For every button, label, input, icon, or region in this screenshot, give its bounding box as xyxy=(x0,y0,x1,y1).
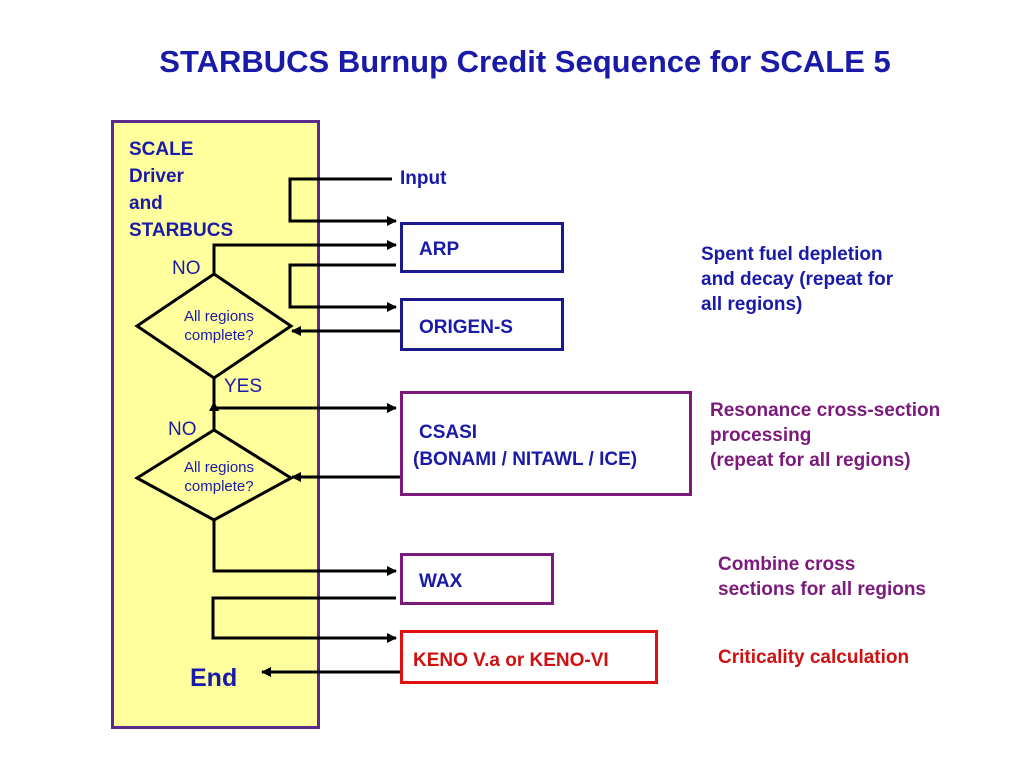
decision-2-text-line: complete? xyxy=(184,478,254,495)
resonance-note-line: Resonance cross-section xyxy=(710,400,941,421)
decision-to-wax-connector xyxy=(212,520,397,576)
csasi-box: CSASI (BONAMI / NITAWL / ICE) xyxy=(400,391,692,496)
decision-1-text-line: All regions xyxy=(183,308,255,325)
combine-note-line: sections for all regions xyxy=(718,579,926,600)
decision-1-text-line: complete? xyxy=(184,327,254,344)
combine-note-line: Combine cross xyxy=(718,554,856,575)
origen-box-label: ORIGEN-S xyxy=(419,317,513,338)
decision-1-yes-label: YES xyxy=(224,376,263,397)
driver-label-line: Driver xyxy=(129,166,184,187)
wax-box: WAX xyxy=(400,553,554,605)
depletion-note-line: Spent fuel depletion xyxy=(701,244,883,265)
decision-2-text: All regions complete? xyxy=(164,458,274,496)
decision-diamond-2 xyxy=(134,428,294,522)
arp-box-label: ARP xyxy=(419,239,460,260)
depletion-note-line: all regions) xyxy=(701,294,803,315)
combine-note: Combine cross sections for all regions xyxy=(718,552,926,602)
csasi-box-label: CSASI xyxy=(419,422,478,443)
decision-1-no-label: NO xyxy=(172,258,201,279)
page-title: STARBUCS Burnup Credit Sequence for SCAL… xyxy=(159,44,891,79)
end-label: End xyxy=(190,664,238,692)
depletion-note: Spent fuel depletion and decay (repeat f… xyxy=(701,242,893,317)
input-label: Input xyxy=(400,168,447,189)
criticality-note-line: Criticality calculation xyxy=(718,647,910,668)
driver-label-line: and xyxy=(129,193,163,214)
arp-to-origen-connector xyxy=(288,263,397,312)
wax-box-label: WAX xyxy=(419,571,463,592)
arp-box: ARP xyxy=(400,222,564,273)
keno-box-label: KENO V.a or KENO-VI xyxy=(413,650,609,671)
driver-label: SCALE Driver and STARBUCS xyxy=(129,136,269,244)
decision-1-text: All regions complete? xyxy=(164,307,274,345)
keno-box: KENO V.a or KENO-VI xyxy=(400,630,658,684)
decision-2-no-label: NO xyxy=(168,419,197,440)
csasi-box-sublabel: (BONAMI / NITAWL / ICE) xyxy=(413,449,638,470)
input-to-arp-connector xyxy=(288,177,397,226)
wax-to-keno-connector xyxy=(211,596,397,643)
no-loop-to-arp-connector xyxy=(212,240,397,274)
depletion-note-line: and decay (repeat for xyxy=(701,269,894,290)
resonance-note-line: (repeat for all regions) xyxy=(710,450,911,471)
resonance-note-line: processing xyxy=(710,425,812,446)
decision-2-text-line: All regions xyxy=(183,459,255,476)
driver-label-line: STARBUCS xyxy=(129,220,234,241)
origen-box: ORIGEN-S xyxy=(400,298,564,351)
decision-diamond-1 xyxy=(134,272,294,380)
driver-label-line: SCALE xyxy=(129,139,194,160)
criticality-note: Criticality calculation xyxy=(718,645,909,670)
resonance-note: Resonance cross-section processing (repe… xyxy=(710,398,940,473)
